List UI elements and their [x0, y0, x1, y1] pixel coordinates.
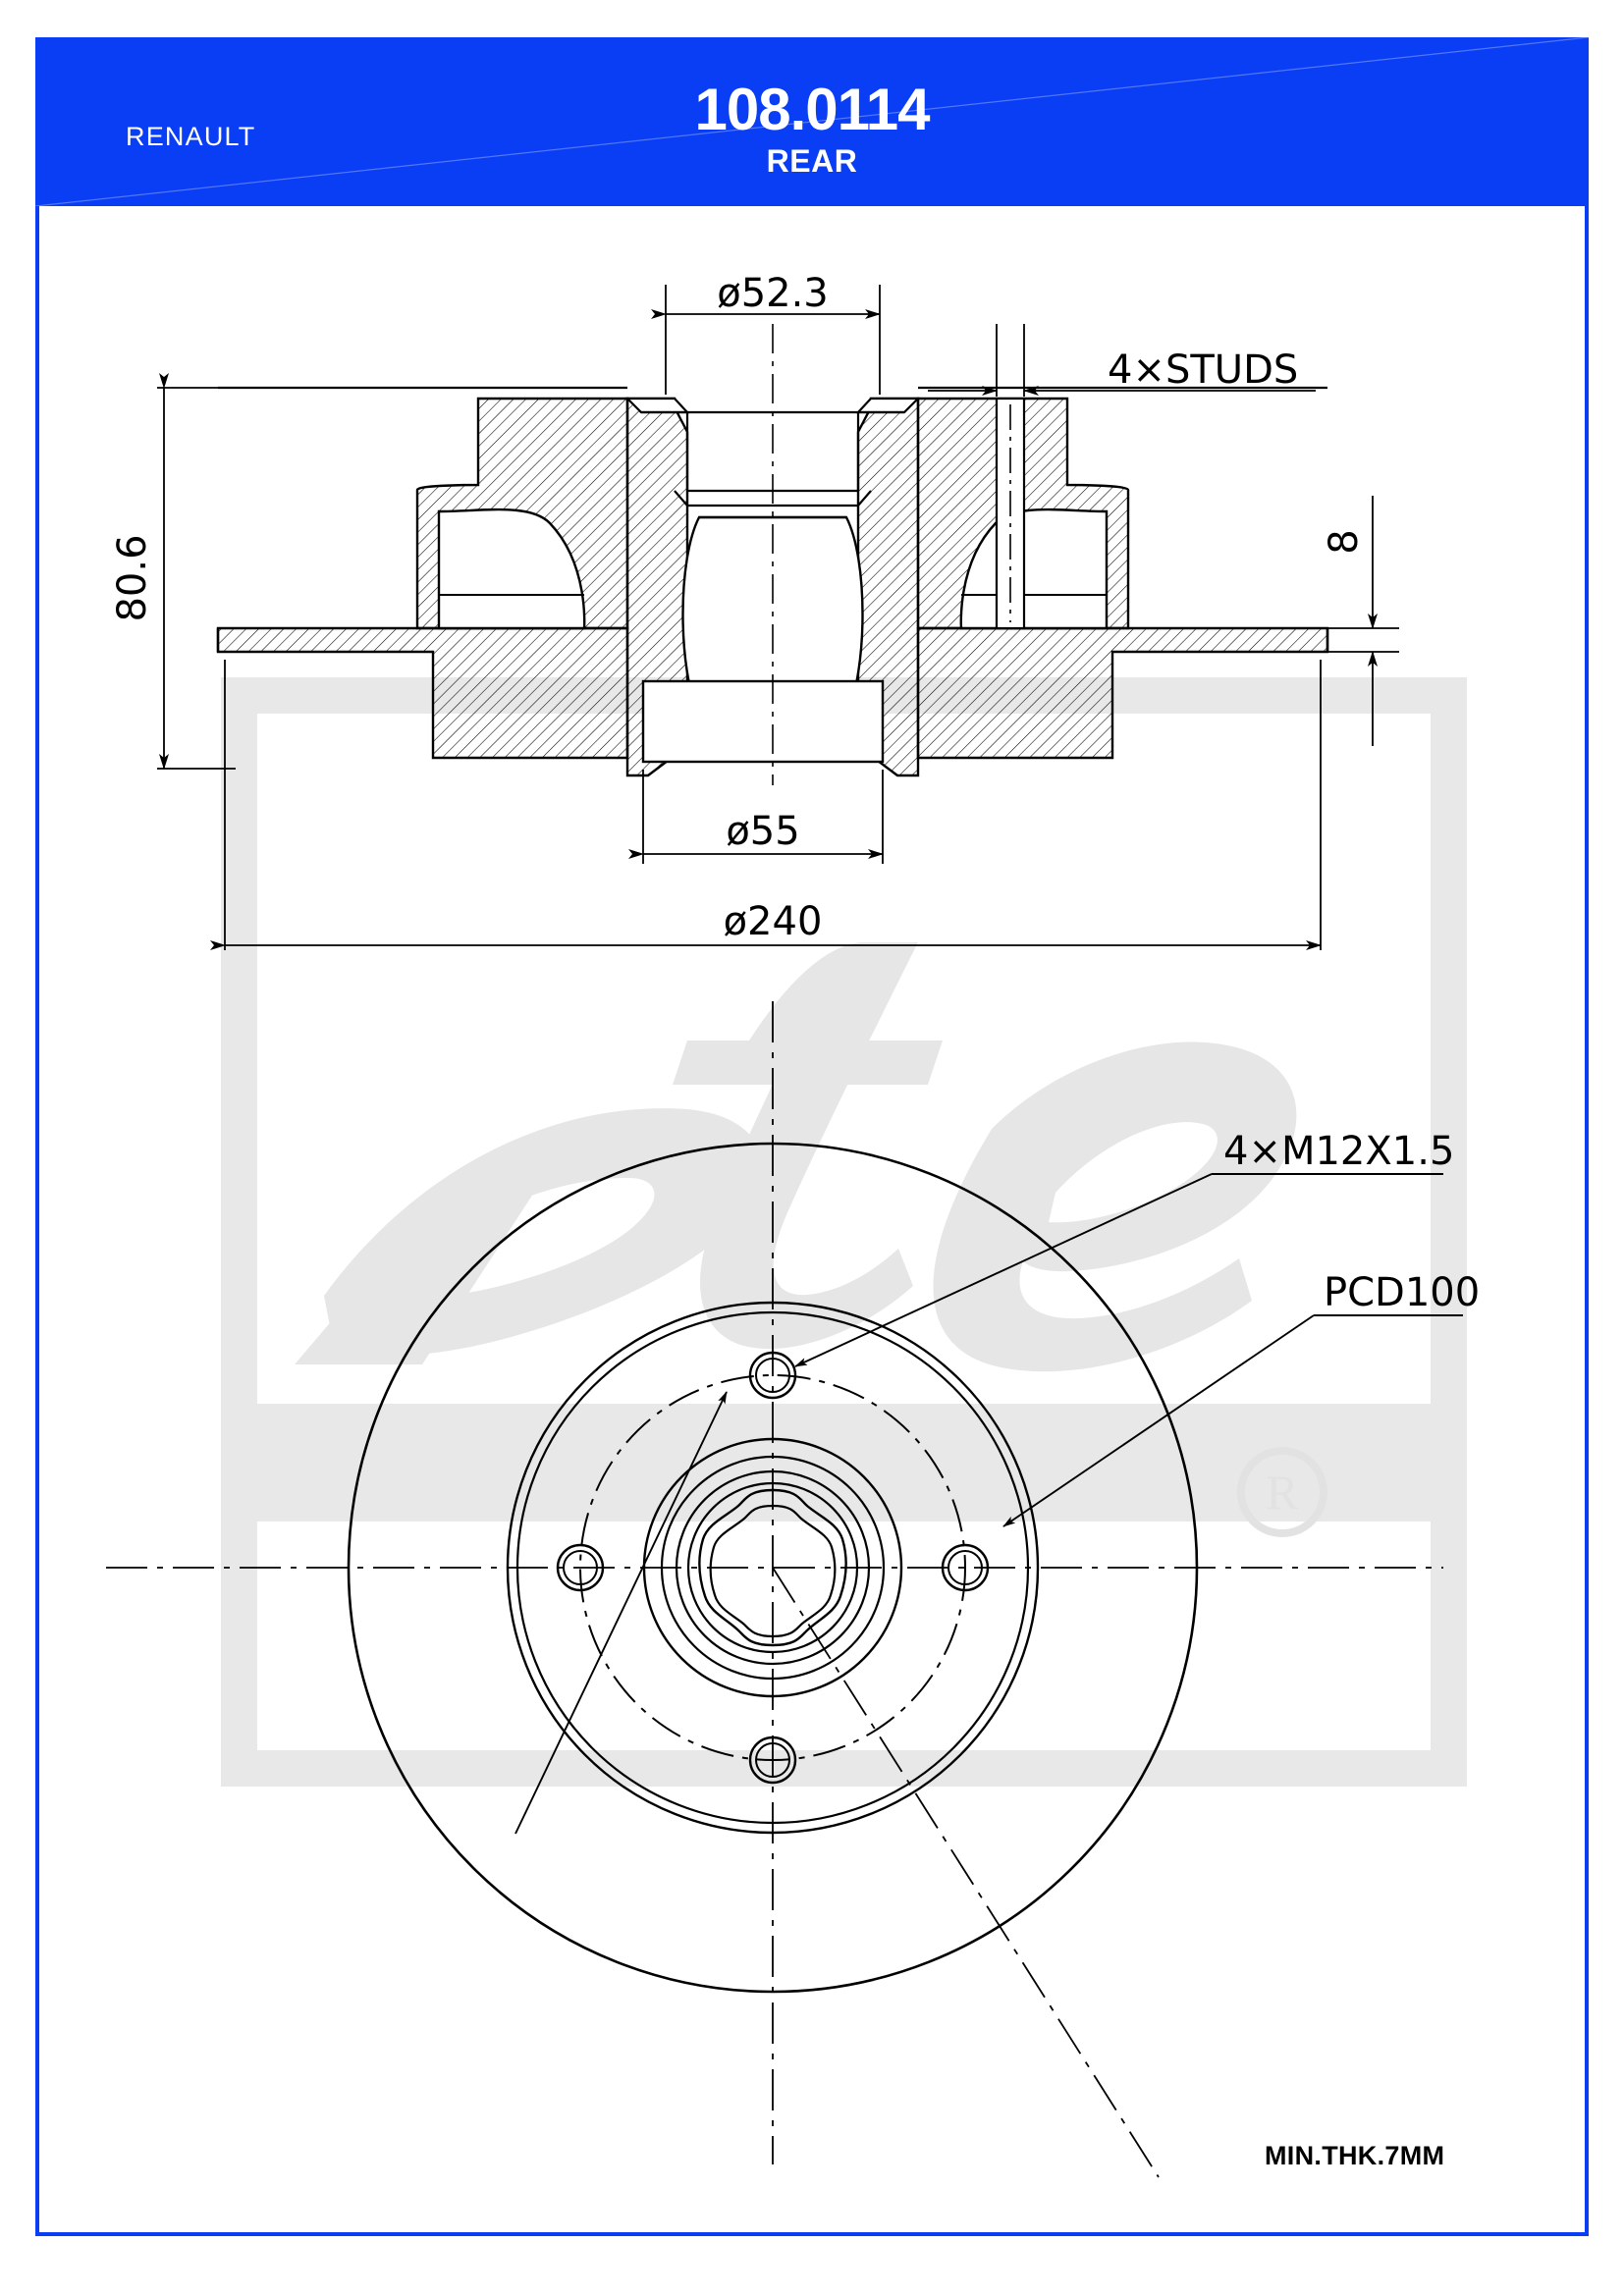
m12-leader-line-2 — [514, 1391, 728, 1835]
min-thickness-note: MIN.THK.7MM — [1265, 2141, 1445, 2170]
dim-text-523: ø52.3 — [717, 271, 829, 316]
callout-text-m12: 4×M12X1.5 — [1223, 1129, 1454, 1174]
plan-diagonal-centre-line — [772, 1567, 1160, 2178]
dim-text-806: 80.6 — [110, 534, 155, 621]
svg-text:R: R — [1266, 1465, 1299, 1520]
plan-text: 4×M12X1.5 PCD100 — [1223, 1129, 1480, 1315]
spline-bore-outer — [698, 1488, 847, 1647]
sheet-border — [35, 37, 1589, 2236]
dim-text-240: ø240 — [724, 899, 823, 944]
plan-leader-layer — [514, 1173, 1463, 1835]
section-left-cavity — [437, 507, 586, 630]
callout-text-studs: 4×STUDS — [1108, 347, 1298, 393]
axle-position-label: REAR — [766, 143, 858, 179]
dim-text-8: 8 — [1322, 529, 1367, 554]
section-dimension-text: ø52.3 80.6 8 ø55 ø240 4×STUDS — [110, 271, 1367, 944]
dim-text-55: ø55 — [726, 809, 799, 854]
registered-trademark-icon: R — [1237, 1447, 1327, 1537]
part-number-title: 108.0114 — [694, 77, 931, 142]
m12-leader-line — [794, 1173, 1213, 1367]
section-dimension-layer — [157, 285, 1399, 950]
pcd-leader-line — [1002, 1314, 1315, 1527]
callout-text-pcd: PCD100 — [1324, 1270, 1480, 1315]
title-banner: RENAULT 108.0114 REAR — [35, 37, 1589, 206]
hub-boss — [641, 679, 885, 764]
plan-view — [106, 1001, 1443, 2178]
cross-section-view — [216, 324, 1329, 785]
vehicle-brand-label: RENAULT — [126, 122, 256, 151]
